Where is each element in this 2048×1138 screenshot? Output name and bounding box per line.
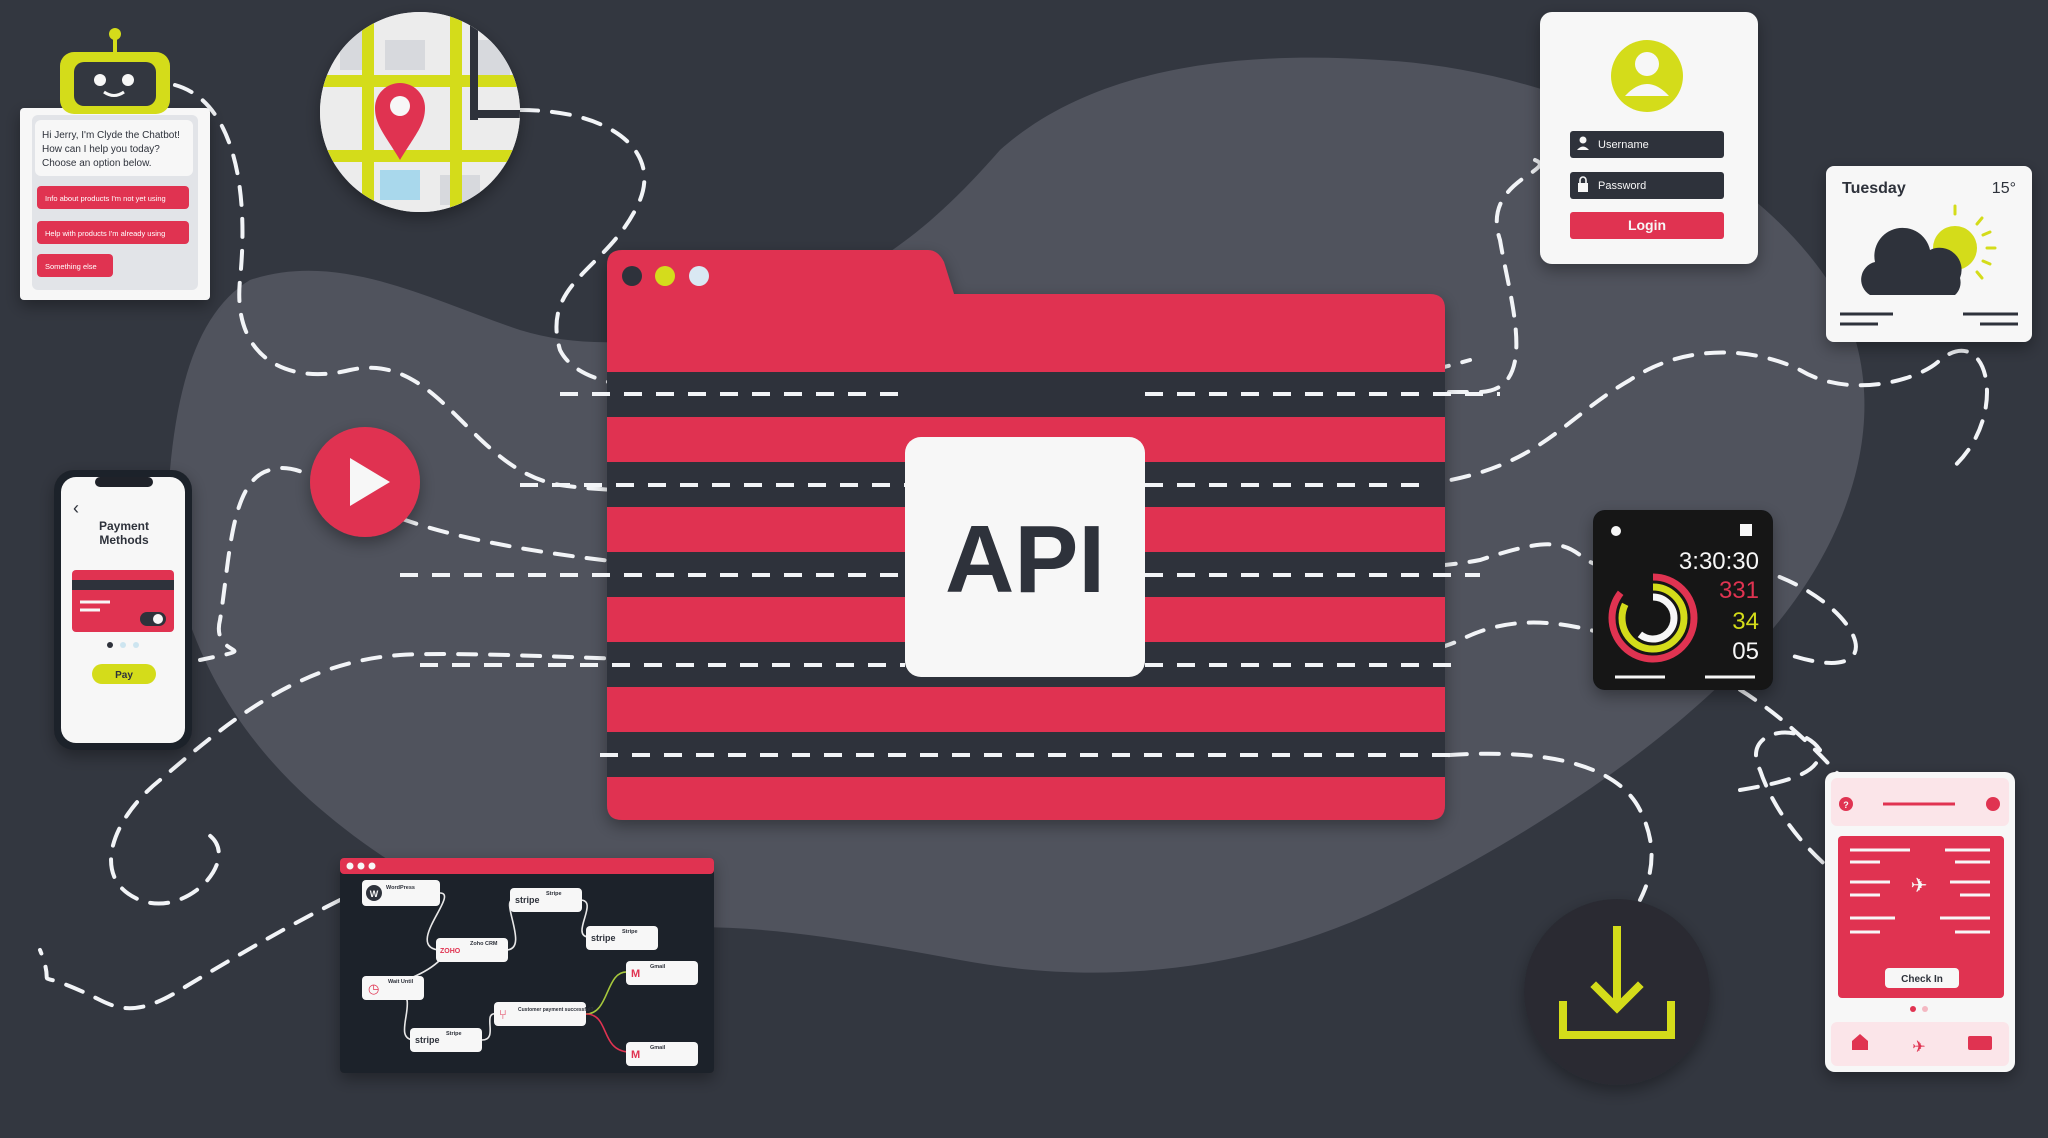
workflow-node-stripe-2[interactable]: stripe Stripe: [586, 926, 658, 950]
chatbot-option-2[interactable]: Help with products I'm already using: [37, 221, 189, 244]
api-window-tab: [607, 250, 1445, 372]
svg-text:Wait Until: Wait Until: [388, 979, 414, 985]
home-icon[interactable]: [1852, 1034, 1868, 1050]
svg-text:M: M: [631, 968, 640, 980]
smartwatch: 3:30:30 331 34 05: [1593, 510, 1773, 690]
svg-text:Gmail: Gmail: [650, 964, 666, 970]
svg-text:Help with products I'm already: Help with products I'm already using: [45, 229, 165, 238]
workflow-node-condition[interactable]: ⑂ Customer payment successful?: [494, 1002, 594, 1026]
weather-card: Tuesday 15°: [1826, 166, 2032, 342]
workflow-node-wordpress[interactable]: W WordPress: [362, 880, 440, 906]
svg-text:?: ?: [1843, 800, 1849, 810]
chatbot-option-1[interactable]: Info about products I'm not yet using: [37, 186, 189, 209]
watch-time: 3:30:30: [1679, 548, 1759, 575]
svg-text:M: M: [631, 1049, 640, 1061]
download-icon: [1559, 926, 1675, 1039]
svg-text:Info about products I'm not ye: Info about products I'm not yet using: [45, 194, 166, 203]
api-window-dashes: [400, 392, 1500, 757]
svg-text:Zoho CRM: Zoho CRM: [470, 941, 498, 947]
person-icon: [1579, 136, 1587, 144]
chatbot-widget: Hi Jerry, I'm Clyde the Chatbot! How can…: [20, 28, 210, 300]
user-icon: [1611, 40, 1683, 112]
back-arrow-icon[interactable]: ‹: [73, 498, 79, 518]
flights-tab-icon[interactable]: ✈: [1912, 1039, 1925, 1056]
login-button[interactable]: Login: [1570, 212, 1724, 239]
lock-icon: [1578, 176, 1588, 192]
weather-temp: 15°: [1992, 180, 2016, 197]
play-button[interactable]: [310, 427, 420, 537]
svg-text:⑂: ⑂: [499, 1007, 507, 1022]
watch-stat-3: 05: [1732, 638, 1759, 665]
play-icon: [350, 458, 390, 506]
workflow-node-gmail-1[interactable]: M Gmail: [626, 961, 698, 985]
svg-text:Stripe: Stripe: [622, 929, 638, 935]
watch-stat-2: 34: [1732, 608, 1759, 635]
profile-icon[interactable]: [1986, 797, 2000, 811]
airplane-icon: ✈: [1911, 875, 1928, 897]
window-close-dot[interactable]: [622, 266, 642, 286]
check-in-button[interactable]: Check In: [1885, 968, 1959, 988]
robot-icon: [60, 28, 170, 114]
login-card: Username Password Login: [1540, 12, 1758, 264]
svg-text:Stripe: Stripe: [446, 1031, 462, 1037]
username-field[interactable]: Username: [1570, 131, 1724, 158]
svg-text:Pay: Pay: [115, 670, 133, 681]
payment-title-line-2: Methods: [99, 533, 149, 547]
svg-text:stripe: stripe: [515, 895, 540, 905]
chatbot-message-line-2: How can I help you today?: [42, 144, 160, 155]
activity-rings: [1608, 573, 1698, 663]
watch-stat-1: 331: [1719, 577, 1759, 604]
weather-day: Tuesday: [1842, 180, 1906, 197]
svg-text:Stripe: Stripe: [546, 891, 562, 897]
workflow-node-wait[interactable]: ◷ Wait Until: [362, 976, 424, 1000]
svg-text:ZOHO: ZOHO: [440, 948, 461, 955]
chatbot-message-line-1: Hi Jerry, I'm Clyde the Chatbot!: [42, 130, 180, 141]
window-maximize-dot[interactable]: [689, 266, 709, 286]
svg-text:Check In: Check In: [1901, 974, 1943, 985]
map-widget: [320, 12, 520, 212]
chatbot-option-3[interactable]: Something else: [37, 254, 113, 277]
api-label: API: [945, 506, 1105, 613]
workflow-node-stripe-1[interactable]: stripe Stripe: [510, 888, 582, 912]
workflow-node-gmail-2[interactable]: M Gmail: [626, 1042, 698, 1066]
svg-text:Password: Password: [1598, 180, 1646, 192]
pay-button[interactable]: Pay: [92, 664, 156, 684]
workflow-window: W WordPress stripe Stripe ZOHO Zoho CRM …: [340, 858, 714, 1073]
ticket-tab-icon[interactable]: [1968, 1036, 1992, 1050]
workflow-node-zoho[interactable]: ZOHO Zoho CRM: [436, 938, 508, 962]
svg-text:stripe: stripe: [591, 933, 616, 943]
svg-text:Login: Login: [1628, 217, 1666, 233]
payment-title-line-1: Payment: [99, 519, 149, 533]
svg-text:Customer payment successful?: Customer payment successful?: [518, 1007, 594, 1013]
svg-text:Gmail: Gmail: [650, 1045, 666, 1051]
payment-phone: ‹ Payment Methods Pay: [54, 470, 192, 750]
workflow-node-stripe-3[interactable]: stripe Stripe: [410, 1028, 482, 1052]
svg-text:WordPress: WordPress: [386, 885, 415, 891]
cloud-sun-icon: [1861, 204, 1997, 295]
help-icon[interactable]: [1839, 797, 1853, 811]
svg-text:Something else: Something else: [45, 262, 97, 271]
svg-text:◷: ◷: [368, 981, 379, 996]
window-minimize-dot[interactable]: [655, 266, 675, 286]
svg-text:Username: Username: [1598, 139, 1649, 151]
svg-text:W: W: [370, 889, 379, 899]
password-field[interactable]: Password: [1570, 172, 1724, 199]
flight-app-phone: ? ✈ Check In ✈: [1825, 772, 2015, 1072]
credit-card[interactable]: [72, 570, 174, 632]
chatbot-message-line-3: Choose an option below.: [42, 158, 152, 169]
api-label-box: [905, 437, 1145, 677]
map-pin-icon: [375, 83, 425, 160]
svg-text:stripe: stripe: [415, 1035, 440, 1045]
download-button[interactable]: [1524, 899, 1710, 1085]
